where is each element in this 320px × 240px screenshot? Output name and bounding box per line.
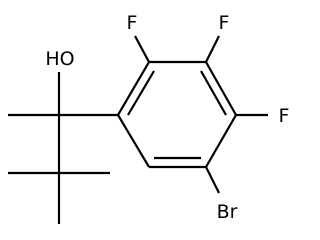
ring-double-c1-c2 <box>127 70 155 116</box>
ring-bond-c3-c4 <box>205 61 237 116</box>
fluorine-c4-label: F <box>279 105 290 127</box>
bromine-label: Br <box>217 201 238 223</box>
fluorine-c3-label: F <box>219 12 230 34</box>
ring-bond-c6-c1 <box>117 114 150 168</box>
bond-c2-to-f <box>134 35 150 63</box>
chemical-structure: HO F F F Br <box>8 12 290 224</box>
fluorine-c2-label: F <box>127 12 138 34</box>
ring-bond-c1-c2 <box>117 61 150 116</box>
hydroxyl-label: HO <box>45 48 74 70</box>
bond-c3-to-f <box>205 35 220 63</box>
bond-c5-to-br <box>205 166 220 194</box>
ring-double-c3-c4 <box>200 70 227 116</box>
ring-bond-c4-c5 <box>205 114 237 168</box>
